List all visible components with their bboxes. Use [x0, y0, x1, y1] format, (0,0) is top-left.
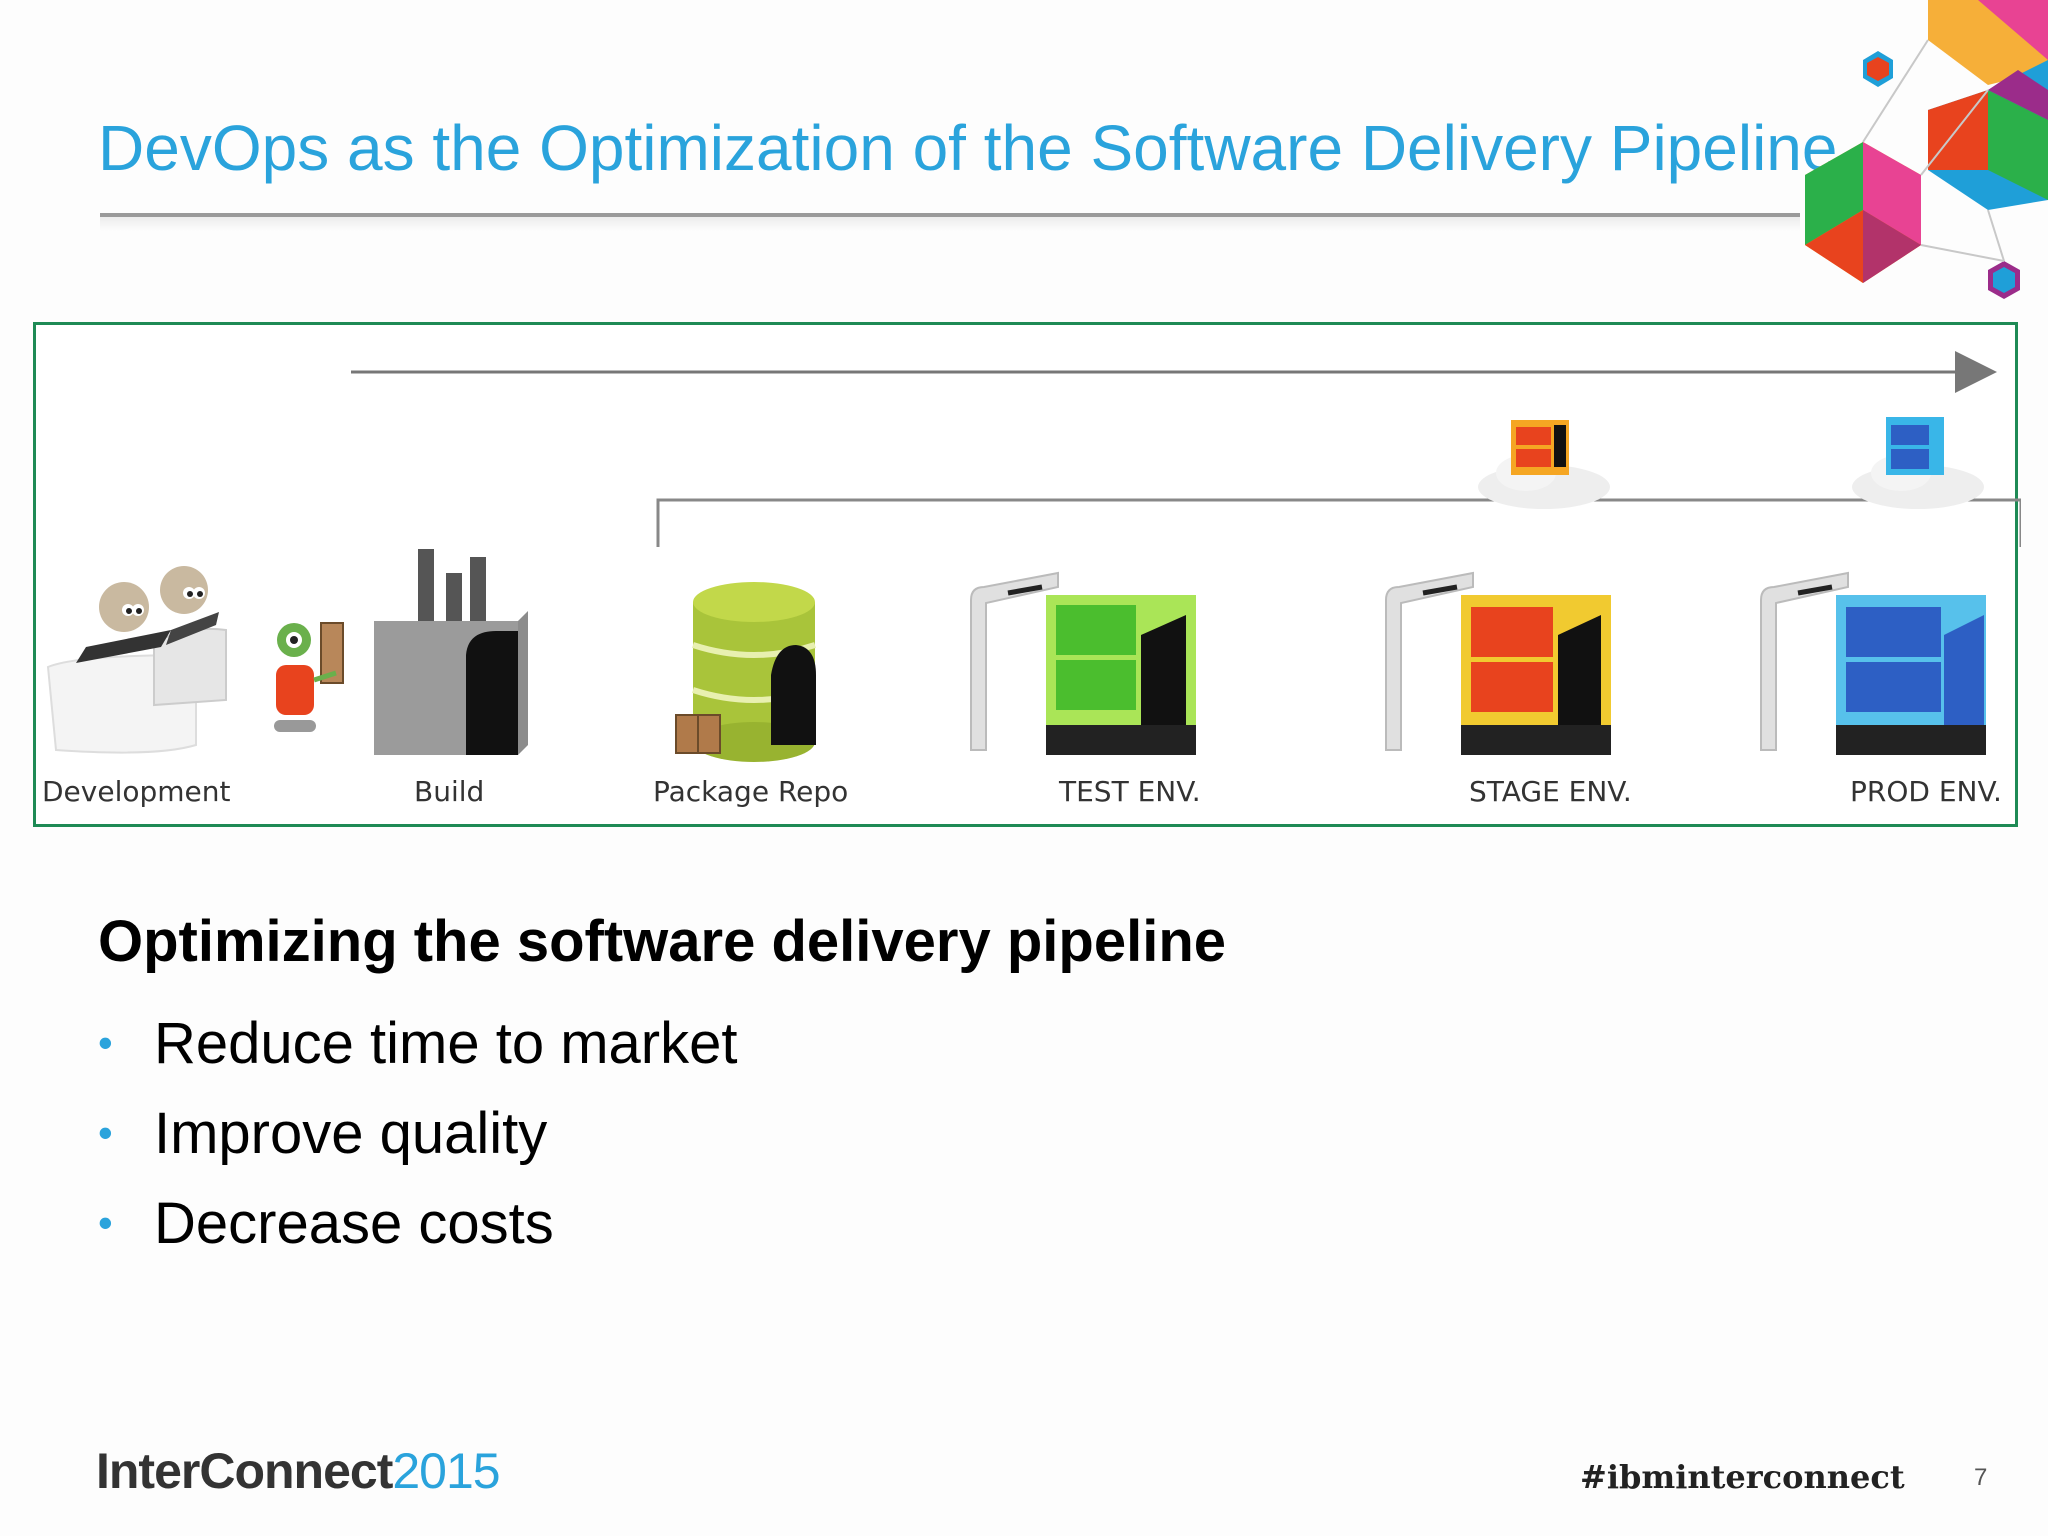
robot-icon [274, 622, 344, 732]
bullet-marker: • [98, 1019, 113, 1066]
repository-icon [675, 582, 816, 762]
bullet-text: Reduce time to market [154, 1010, 738, 1076]
test-environment-icon [970, 571, 1196, 755]
section-heading: Optimizing the software delivery pipelin… [98, 909, 1226, 974]
slide-title: DevOps as the Optimization of the Softwa… [98, 112, 1838, 184]
page-number: 7 [1974, 1464, 1988, 1491]
list-item: • Improve quality [98, 1088, 737, 1178]
bullet-marker: • [98, 1199, 113, 1246]
stage-label-build: Build [414, 775, 485, 808]
event-logo-year: 2015 [392, 1443, 500, 1499]
stage-label-package-repo: Package Repo [653, 775, 849, 808]
title-divider-shadow [100, 217, 1800, 231]
prod-environment-icon [1760, 417, 1986, 755]
stage-label-stage-env: STAGE ENV. [1469, 775, 1632, 808]
bullet-text: Improve quality [154, 1100, 548, 1166]
pipeline-artwork [46, 351, 2021, 762]
stage-label-prod-env: PROD ENV. [1850, 775, 2002, 808]
factory-icon [374, 549, 528, 755]
event-logo-name: InterConnect [96, 1443, 393, 1499]
list-item: • Reduce time to market [98, 998, 737, 1088]
bullet-text: Decrease costs [154, 1190, 554, 1256]
event-hashtag: #ibminterconnect [1580, 1458, 1905, 1496]
hexagon-logo-icon [1805, 0, 2048, 299]
event-logo: InterConnect2015 [96, 1442, 501, 1500]
stage-label-test-env: TEST ENV. [1059, 775, 1201, 808]
pipeline-diagram: Development Build Package Repo TEST ENV.… [33, 322, 2021, 827]
bullet-marker: • [98, 1109, 113, 1156]
title-divider [100, 213, 1800, 217]
stage-label-development: Development [42, 775, 231, 808]
environments-bracket [656, 498, 2021, 547]
developers-icon [46, 566, 227, 754]
stage-environment-icon [1385, 420, 1611, 755]
list-item: • Decrease costs [98, 1178, 737, 1268]
bullet-list: • Reduce time to market • Improve qualit… [98, 998, 737, 1268]
